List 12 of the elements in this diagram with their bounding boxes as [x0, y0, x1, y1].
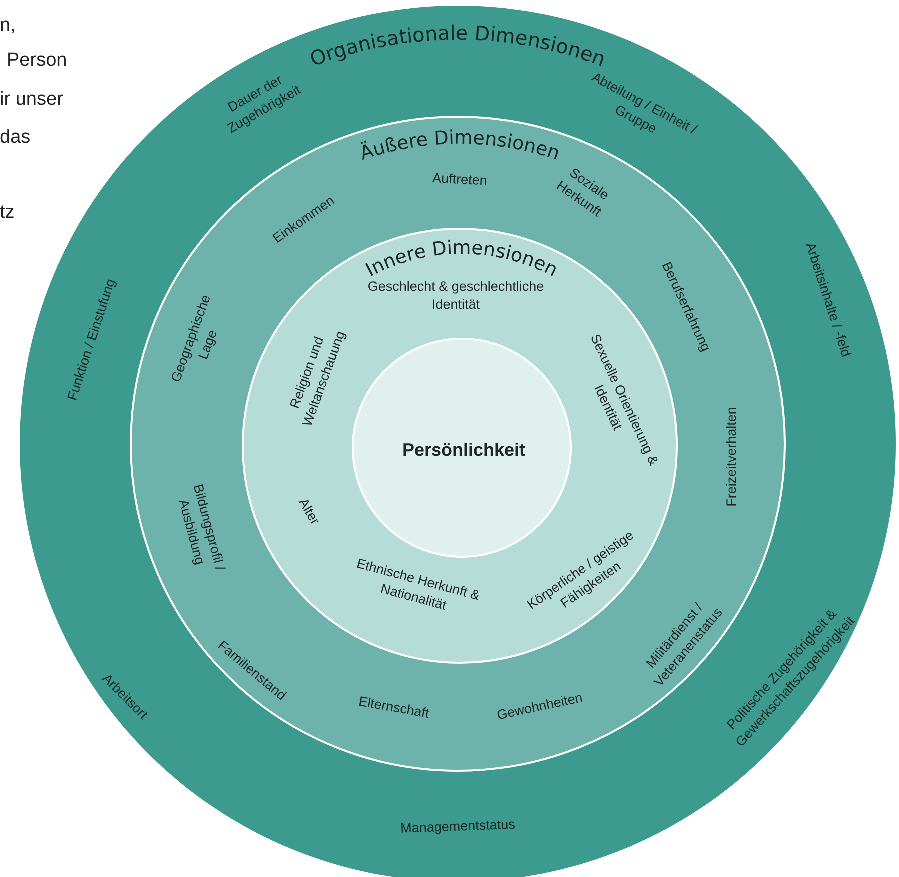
- dimension-label: Managementstatus: [399, 816, 517, 838]
- text-fragment: das: [0, 127, 31, 149]
- dimension-label: Freizeitverhalten: [722, 406, 740, 509]
- center-label: Persönlichkeit: [401, 438, 527, 462]
- text-fragment: ir unser: [0, 89, 64, 111]
- text-fragment: tz: [0, 202, 15, 224]
- text-fragment: n,: [0, 15, 16, 37]
- dimension-label: Auftreten: [431, 169, 489, 190]
- ring-heading: Äußere Dimensionen: [357, 126, 563, 165]
- dimension-label: Geschlecht & geschlechtliche Identität: [366, 278, 546, 314]
- text-fragment: Person: [7, 50, 68, 72]
- dimension-label: Elternschaft: [356, 692, 432, 723]
